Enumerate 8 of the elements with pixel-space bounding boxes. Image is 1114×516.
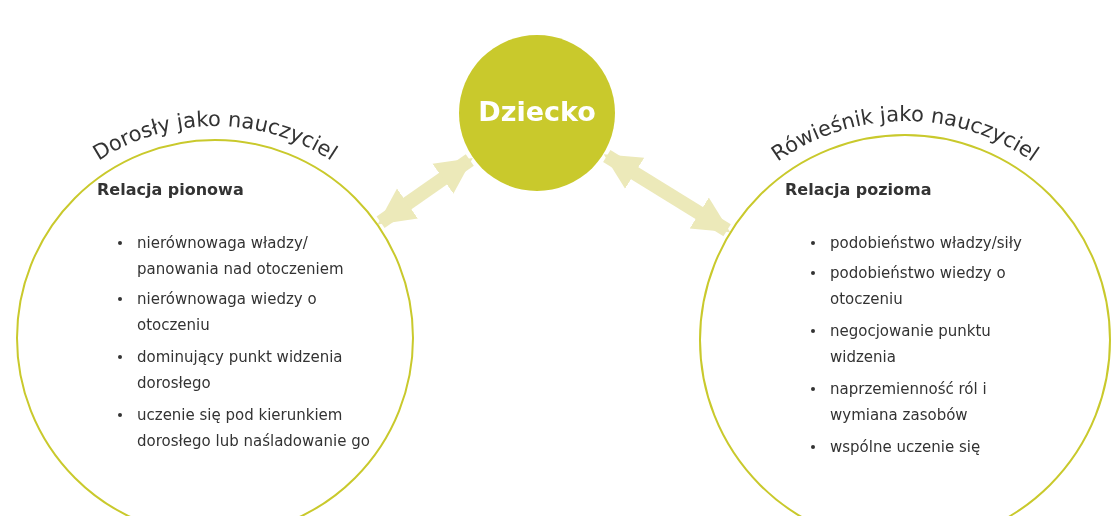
bullet-text: uczenie się pod kierunkiem dorosłego lub naśladowanie go: [137, 405, 371, 452]
relation-heading: Relacja pozioma: [785, 180, 932, 199]
circle-title: Dziecko: [477, 96, 597, 127]
relation-heading: Relacja pionowa: [97, 180, 244, 199]
bullet-text: wspólne uczenie się: [830, 437, 982, 458]
double-arrow: [376, 154, 474, 229]
bullet-text: podobieństwo władzy/siły: [830, 233, 1023, 254]
double-arrow: [603, 150, 731, 237]
